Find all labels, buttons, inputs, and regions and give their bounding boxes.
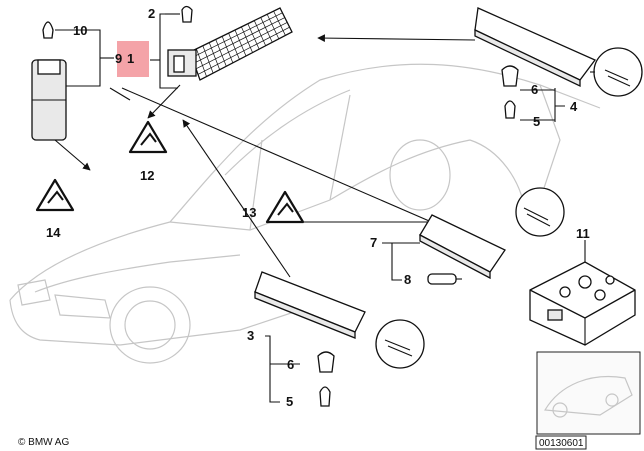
callout-8: 8 — [404, 272, 411, 287]
callout-14: 14 — [46, 225, 61, 240]
highlight-part-1 — [117, 41, 149, 77]
bulb-10 — [42, 21, 95, 39]
callout-7: 7 — [370, 235, 377, 250]
warning-triangle-13 — [265, 190, 305, 224]
lamp-4 — [474, 7, 643, 122]
callout-5: 5 — [533, 114, 540, 129]
callout-6: 6 — [531, 82, 538, 97]
housing-9 — [31, 29, 114, 141]
brand-footer: © BMW AG — [18, 437, 69, 448]
fuse-box-11 — [529, 240, 636, 346]
lamp-3 — [254, 271, 425, 407]
callout-3: 3 — [247, 328, 254, 343]
callout-11: 11 — [576, 226, 590, 241]
light-unit-1 — [150, 5, 293, 89]
callout-9: 9 — [115, 51, 122, 66]
lamp-7 — [382, 187, 565, 285]
warning-triangle-12 — [128, 120, 168, 154]
callout-5b: 5 — [286, 394, 293, 409]
callout-2: 2 — [148, 6, 155, 21]
warning-triangle-14 — [35, 178, 75, 212]
callout-labels: 1 2 3 4 5 5 6 6 7 8 9 10 11 12 13 14 — [46, 6, 590, 409]
leader-lines — [54, 34, 476, 278]
callout-12: 12 — [140, 168, 154, 183]
callout-4: 4 — [570, 99, 578, 114]
inset-thumbnail — [536, 351, 641, 435]
callout-1: 1 — [127, 51, 134, 66]
car-outline — [9, 63, 601, 364]
callout-10: 10 — [73, 23, 87, 38]
diagram-code: 00130601 — [539, 438, 584, 449]
callout-13: 13 — [242, 205, 256, 220]
callout-6b: 6 — [287, 357, 294, 372]
